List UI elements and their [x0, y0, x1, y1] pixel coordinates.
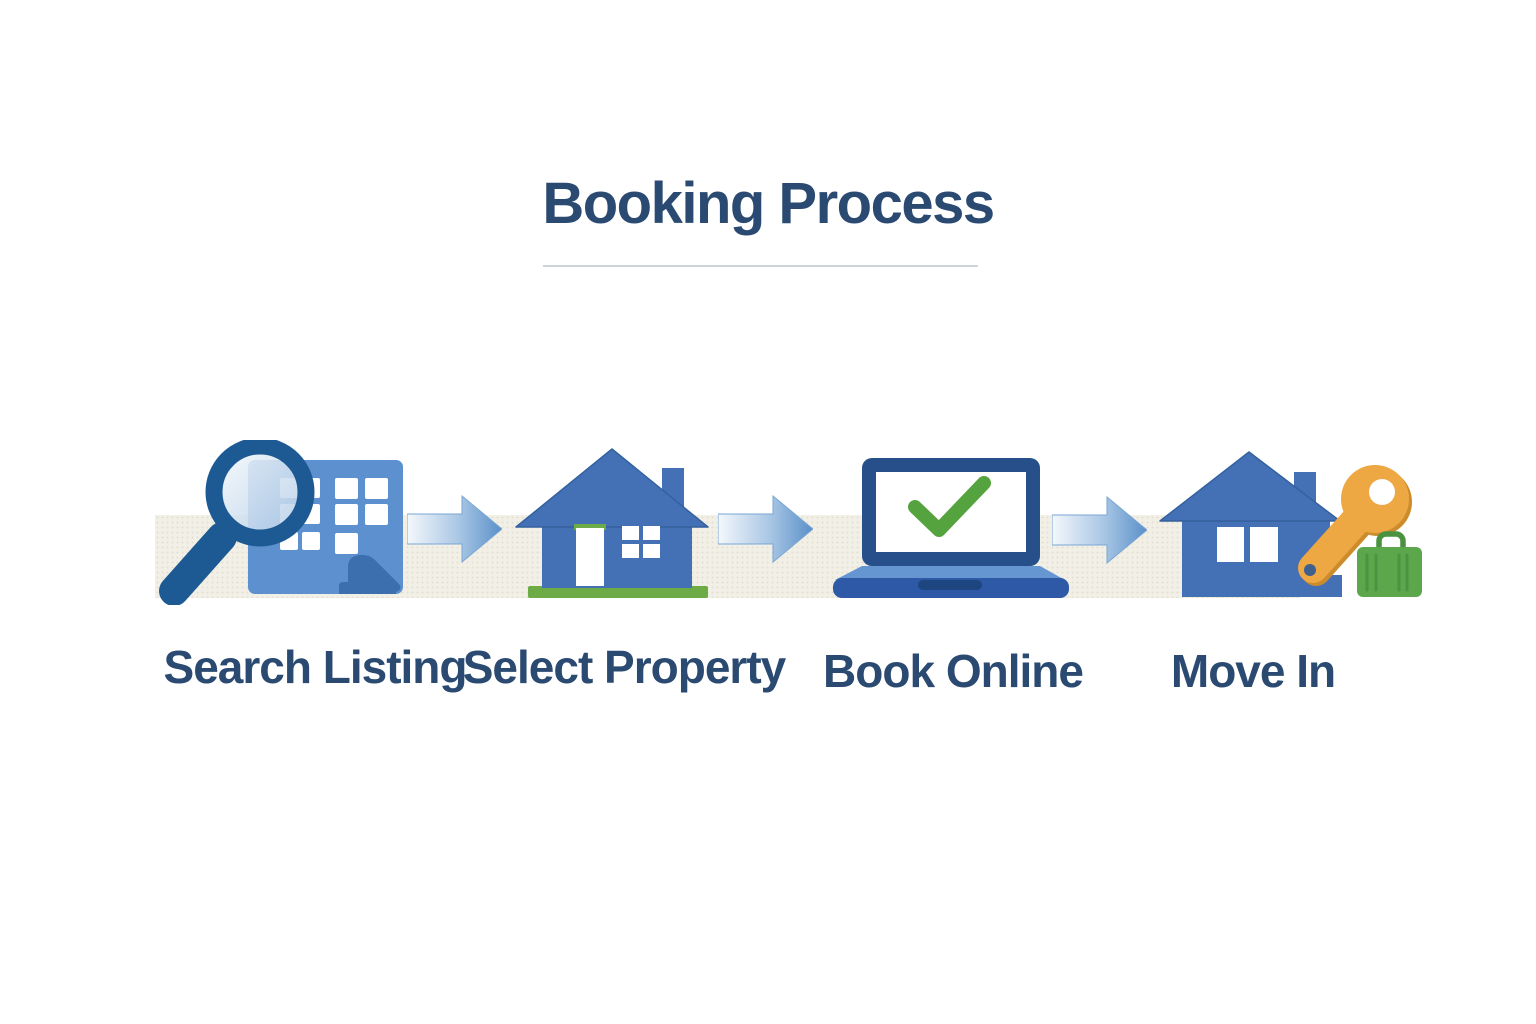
window-icon — [1250, 527, 1278, 562]
magnifier-building-icon — [159, 440, 403, 605]
arrow-right-icon — [407, 495, 502, 563]
laptop-checkmark-icon — [833, 458, 1069, 598]
suitcase-icon — [1357, 531, 1422, 597]
door-icon — [576, 528, 604, 586]
step-label-select-property: Select Property — [462, 641, 786, 693]
magnifier-icon — [159, 440, 315, 605]
laptop-icon — [833, 458, 1069, 598]
checkmark-icon — [908, 476, 991, 537]
house-icon — [515, 448, 709, 598]
arrow-right-icon — [718, 495, 813, 563]
key-icon — [1298, 465, 1412, 586]
door-lintel — [574, 524, 606, 530]
step-label-move-in: Move In — [1170, 645, 1336, 697]
page-title: Booking Process — [542, 171, 995, 236]
window-icon — [1217, 527, 1244, 562]
step-label-search-listing: Search Listing — [163, 641, 468, 693]
ground-bar — [528, 586, 708, 598]
window-icon — [622, 526, 660, 558]
house-key-suitcase-icon — [1159, 451, 1422, 597]
building-entrance-icon — [339, 554, 401, 594]
arrow-right-icon — [1052, 496, 1147, 564]
title-divider — [543, 265, 978, 267]
step-label-book-online: Book Online — [823, 645, 1084, 697]
